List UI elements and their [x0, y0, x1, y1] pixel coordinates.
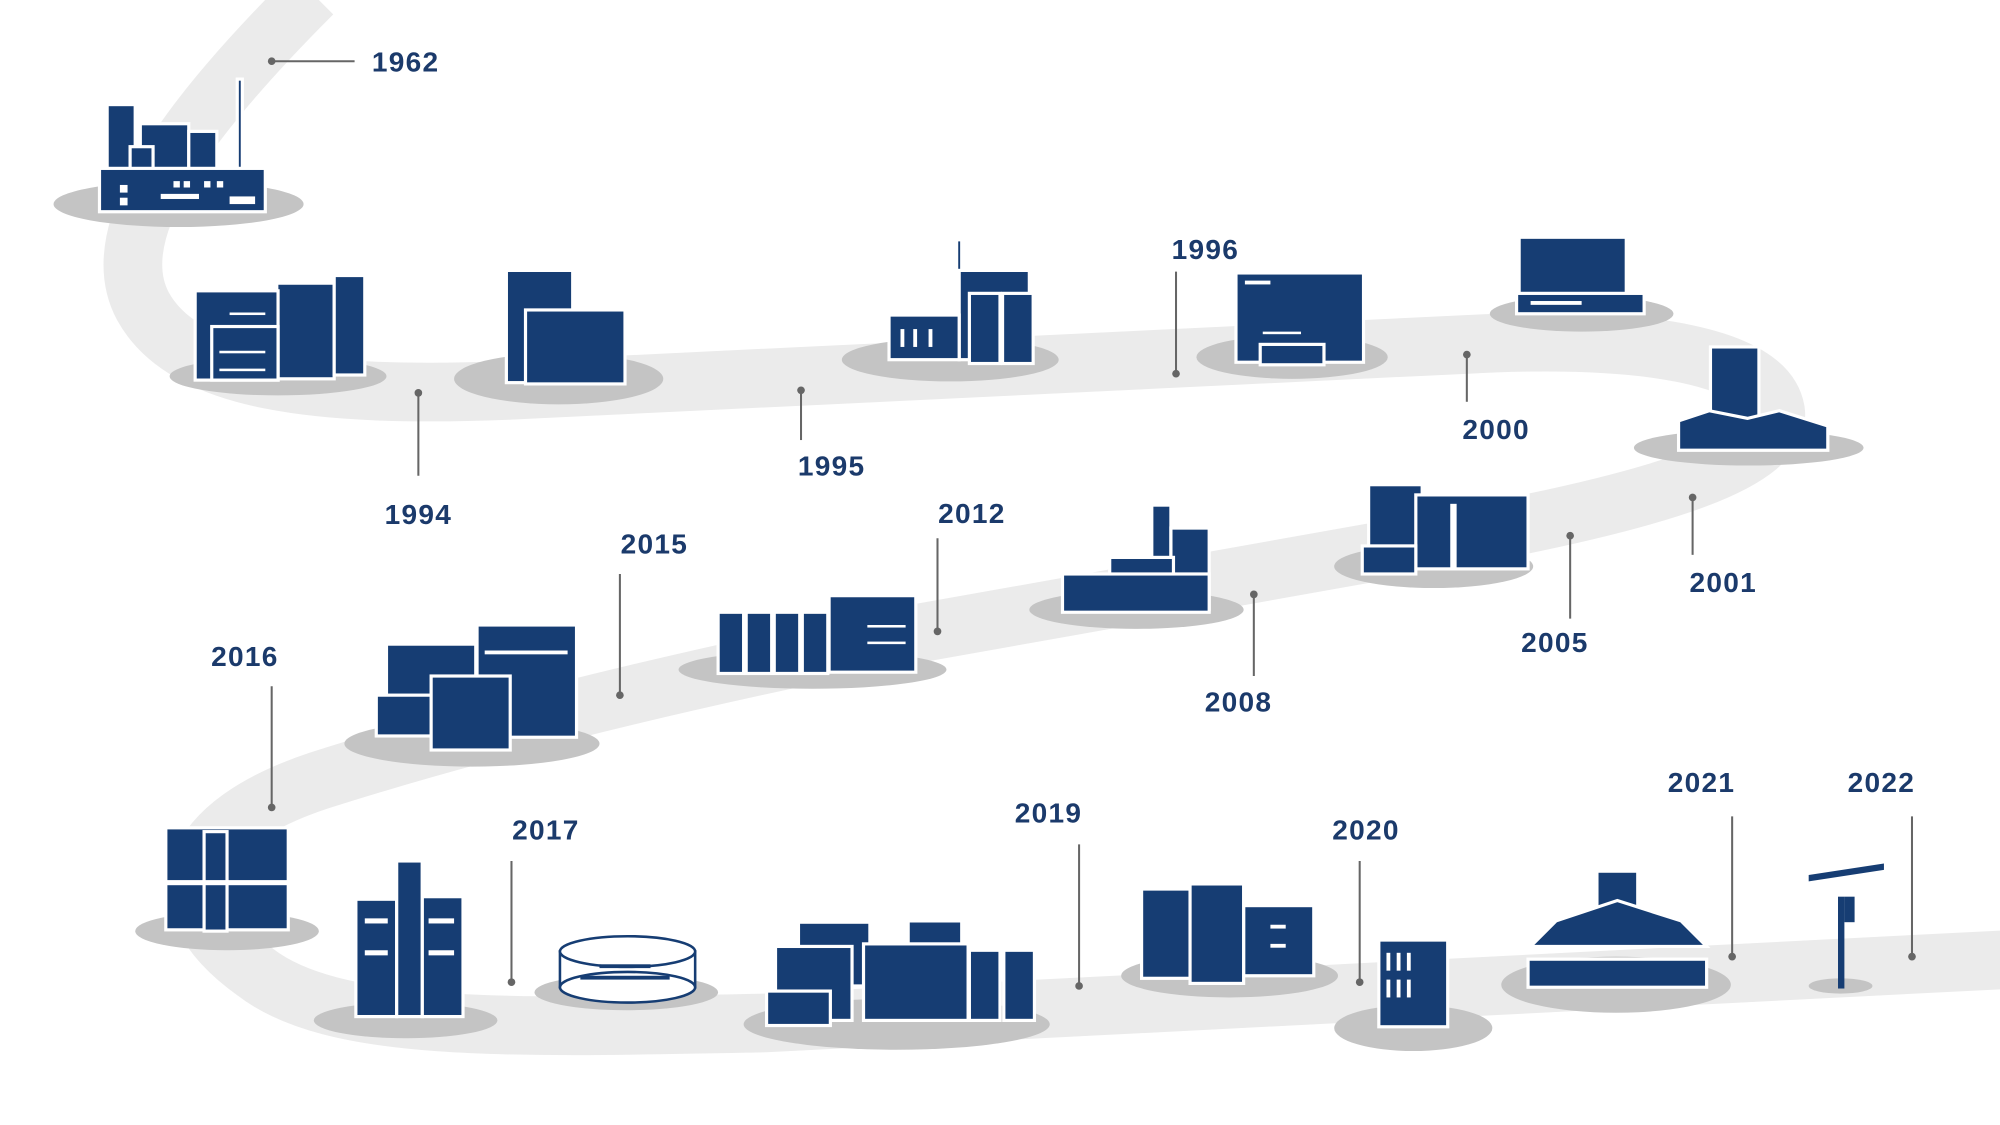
plant-with-chimney-icon [841, 238, 1059, 382]
office-tower-icon [1334, 938, 1493, 1052]
office-tower-2017-icon [313, 859, 498, 1039]
milestone-2016: 2016 [211, 641, 279, 812]
year-label: 1995 [798, 451, 866, 482]
year-label: 2001 [1689, 567, 1757, 598]
fish-tank-icon [534, 934, 719, 1011]
factory-icon [53, 77, 304, 228]
block-building-icon [135, 826, 319, 951]
year-label: 2022 [1848, 767, 1916, 798]
milestone-2022: 2022 [1848, 767, 1916, 961]
tower-hall-icon [1633, 345, 1864, 466]
year-label: 2017 [512, 814, 580, 845]
milestone-2019: 2019 [1015, 798, 1083, 990]
year-label: 2015 [621, 529, 688, 560]
milestone-2021: 2021 [1668, 767, 1736, 961]
milestone-2008: 2008 [1205, 590, 1273, 718]
milestone-1996: 1996 [1172, 234, 1240, 378]
milestone-1995: 1995 [797, 386, 866, 482]
milestone-1994: 1994 [385, 389, 453, 530]
crane-icon [1808, 863, 1884, 994]
milestone-2005: 2005 [1521, 531, 1589, 658]
industrial-complex-icon [743, 919, 1050, 1050]
roofed-hall-icon [1501, 869, 1731, 1013]
year-label: 2016 [211, 641, 279, 672]
year-label: 1996 [1172, 234, 1240, 265]
tank-farm-icon [678, 594, 947, 689]
milestone-2001: 2001 [1688, 493, 1757, 598]
warehouse-icon [1489, 235, 1674, 332]
year-label: 2020 [1332, 814, 1400, 845]
production-hall-icon [1196, 271, 1388, 379]
stepped-building-icon [1029, 503, 1244, 629]
year-label: 2000 [1462, 414, 1530, 445]
year-label: 2021 [1668, 767, 1736, 798]
year-label: 2019 [1015, 798, 1083, 829]
year-label: 2008 [1205, 687, 1273, 718]
building-complex-icon [344, 623, 600, 767]
timeline-road [103, 0, 2000, 1056]
year-label: 2012 [938, 498, 1005, 529]
plant-with-silos-icon [169, 273, 387, 396]
milestone-2020: 2020 [1332, 814, 1400, 986]
milestone-1962: 1962 [267, 46, 439, 77]
office-building-icon [1334, 483, 1534, 589]
milestone-2012: 2012 [933, 498, 1005, 636]
production-building-2019-icon [1121, 882, 1339, 998]
plant-block-icon [454, 268, 664, 405]
year-label: 2005 [1521, 627, 1589, 658]
milestone-2015: 2015 [616, 529, 688, 699]
year-label: 1962 [372, 46, 439, 77]
milestone-2000: 2000 [1462, 350, 1530, 445]
year-label: 1994 [385, 499, 453, 530]
milestone-2017: 2017 [507, 814, 580, 986]
